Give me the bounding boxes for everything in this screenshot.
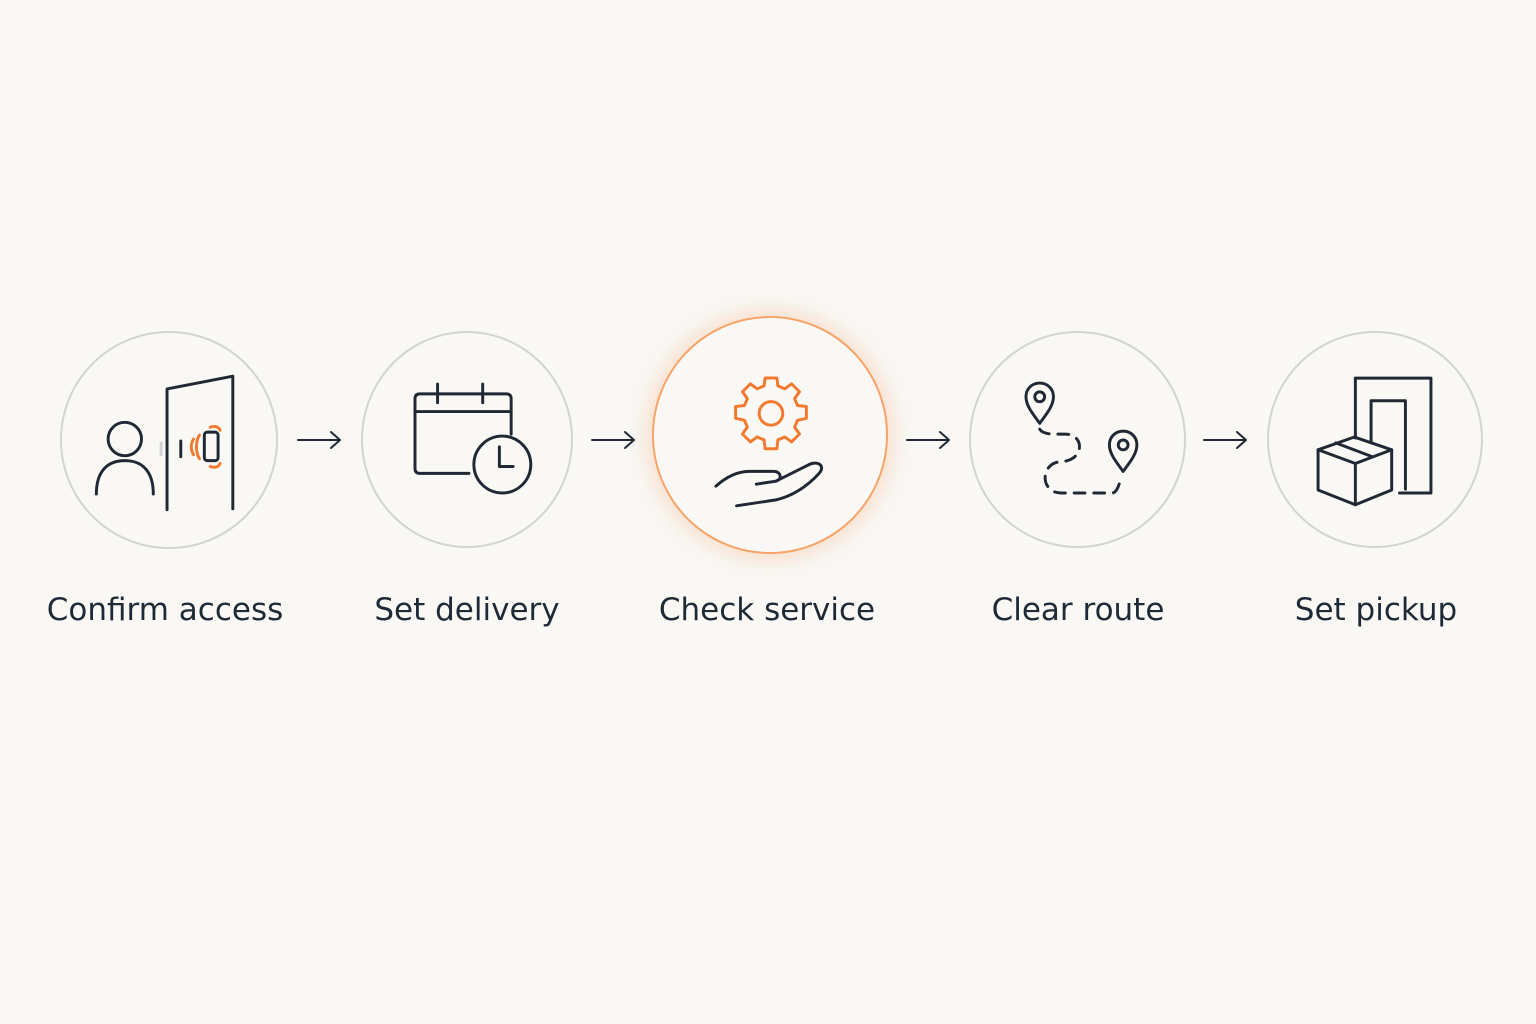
gear-hand-icon xyxy=(714,376,824,508)
step-label: Set delivery xyxy=(374,592,560,628)
step-set-pickup xyxy=(1267,331,1483,548)
box-doorway-icon xyxy=(1316,376,1433,507)
arrow-icon xyxy=(905,428,953,452)
arrow-icon xyxy=(590,428,638,452)
step-label: Check service xyxy=(658,592,876,628)
step-label: Confirm access xyxy=(46,592,284,628)
person-door-keycard-icon xyxy=(94,374,235,512)
step-clear-route xyxy=(969,331,1186,548)
arrow-icon xyxy=(296,428,344,452)
step-label: Clear route xyxy=(991,592,1165,628)
step-set-delivery xyxy=(361,331,573,548)
step-confirm-access xyxy=(60,331,278,549)
arrow-icon xyxy=(1202,428,1250,452)
calendar-clock-icon xyxy=(413,382,533,495)
map-route-icon xyxy=(1024,381,1139,495)
step-label: Set pickup xyxy=(1294,592,1458,628)
step-check-service xyxy=(652,316,888,554)
